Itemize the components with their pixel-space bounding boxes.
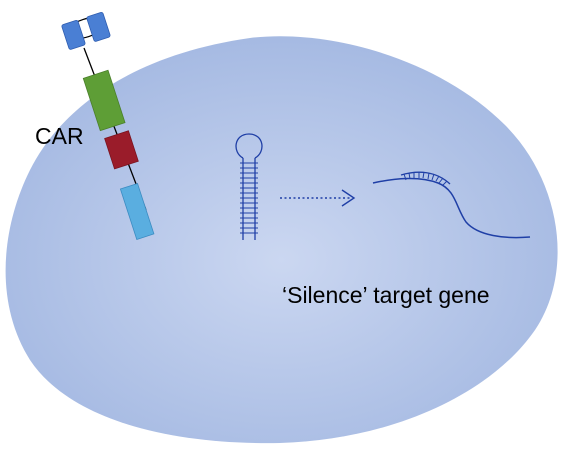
dotted-arrow-icon	[280, 189, 356, 207]
scfv-domain-left	[61, 19, 86, 50]
hairpin-base-pairs	[240, 162, 258, 234]
scfv-domain-right	[86, 11, 111, 42]
car-label: CAR	[35, 123, 84, 149]
hairpin-loop	[235, 133, 263, 159]
arrow-head	[341, 189, 356, 207]
signaling-domain	[104, 130, 139, 170]
target-mrna-icon	[372, 171, 531, 239]
sirna-base-pairs	[403, 171, 448, 186]
silence-target-gene-label: ‘Silence’ target gene	[282, 282, 490, 308]
intracellular-tail	[119, 182, 155, 240]
cell-body	[5, 36, 558, 444]
car-receptor-icon	[61, 11, 155, 240]
shrna-hairpin-icon	[235, 133, 263, 240]
hinge-domain	[82, 69, 126, 132]
